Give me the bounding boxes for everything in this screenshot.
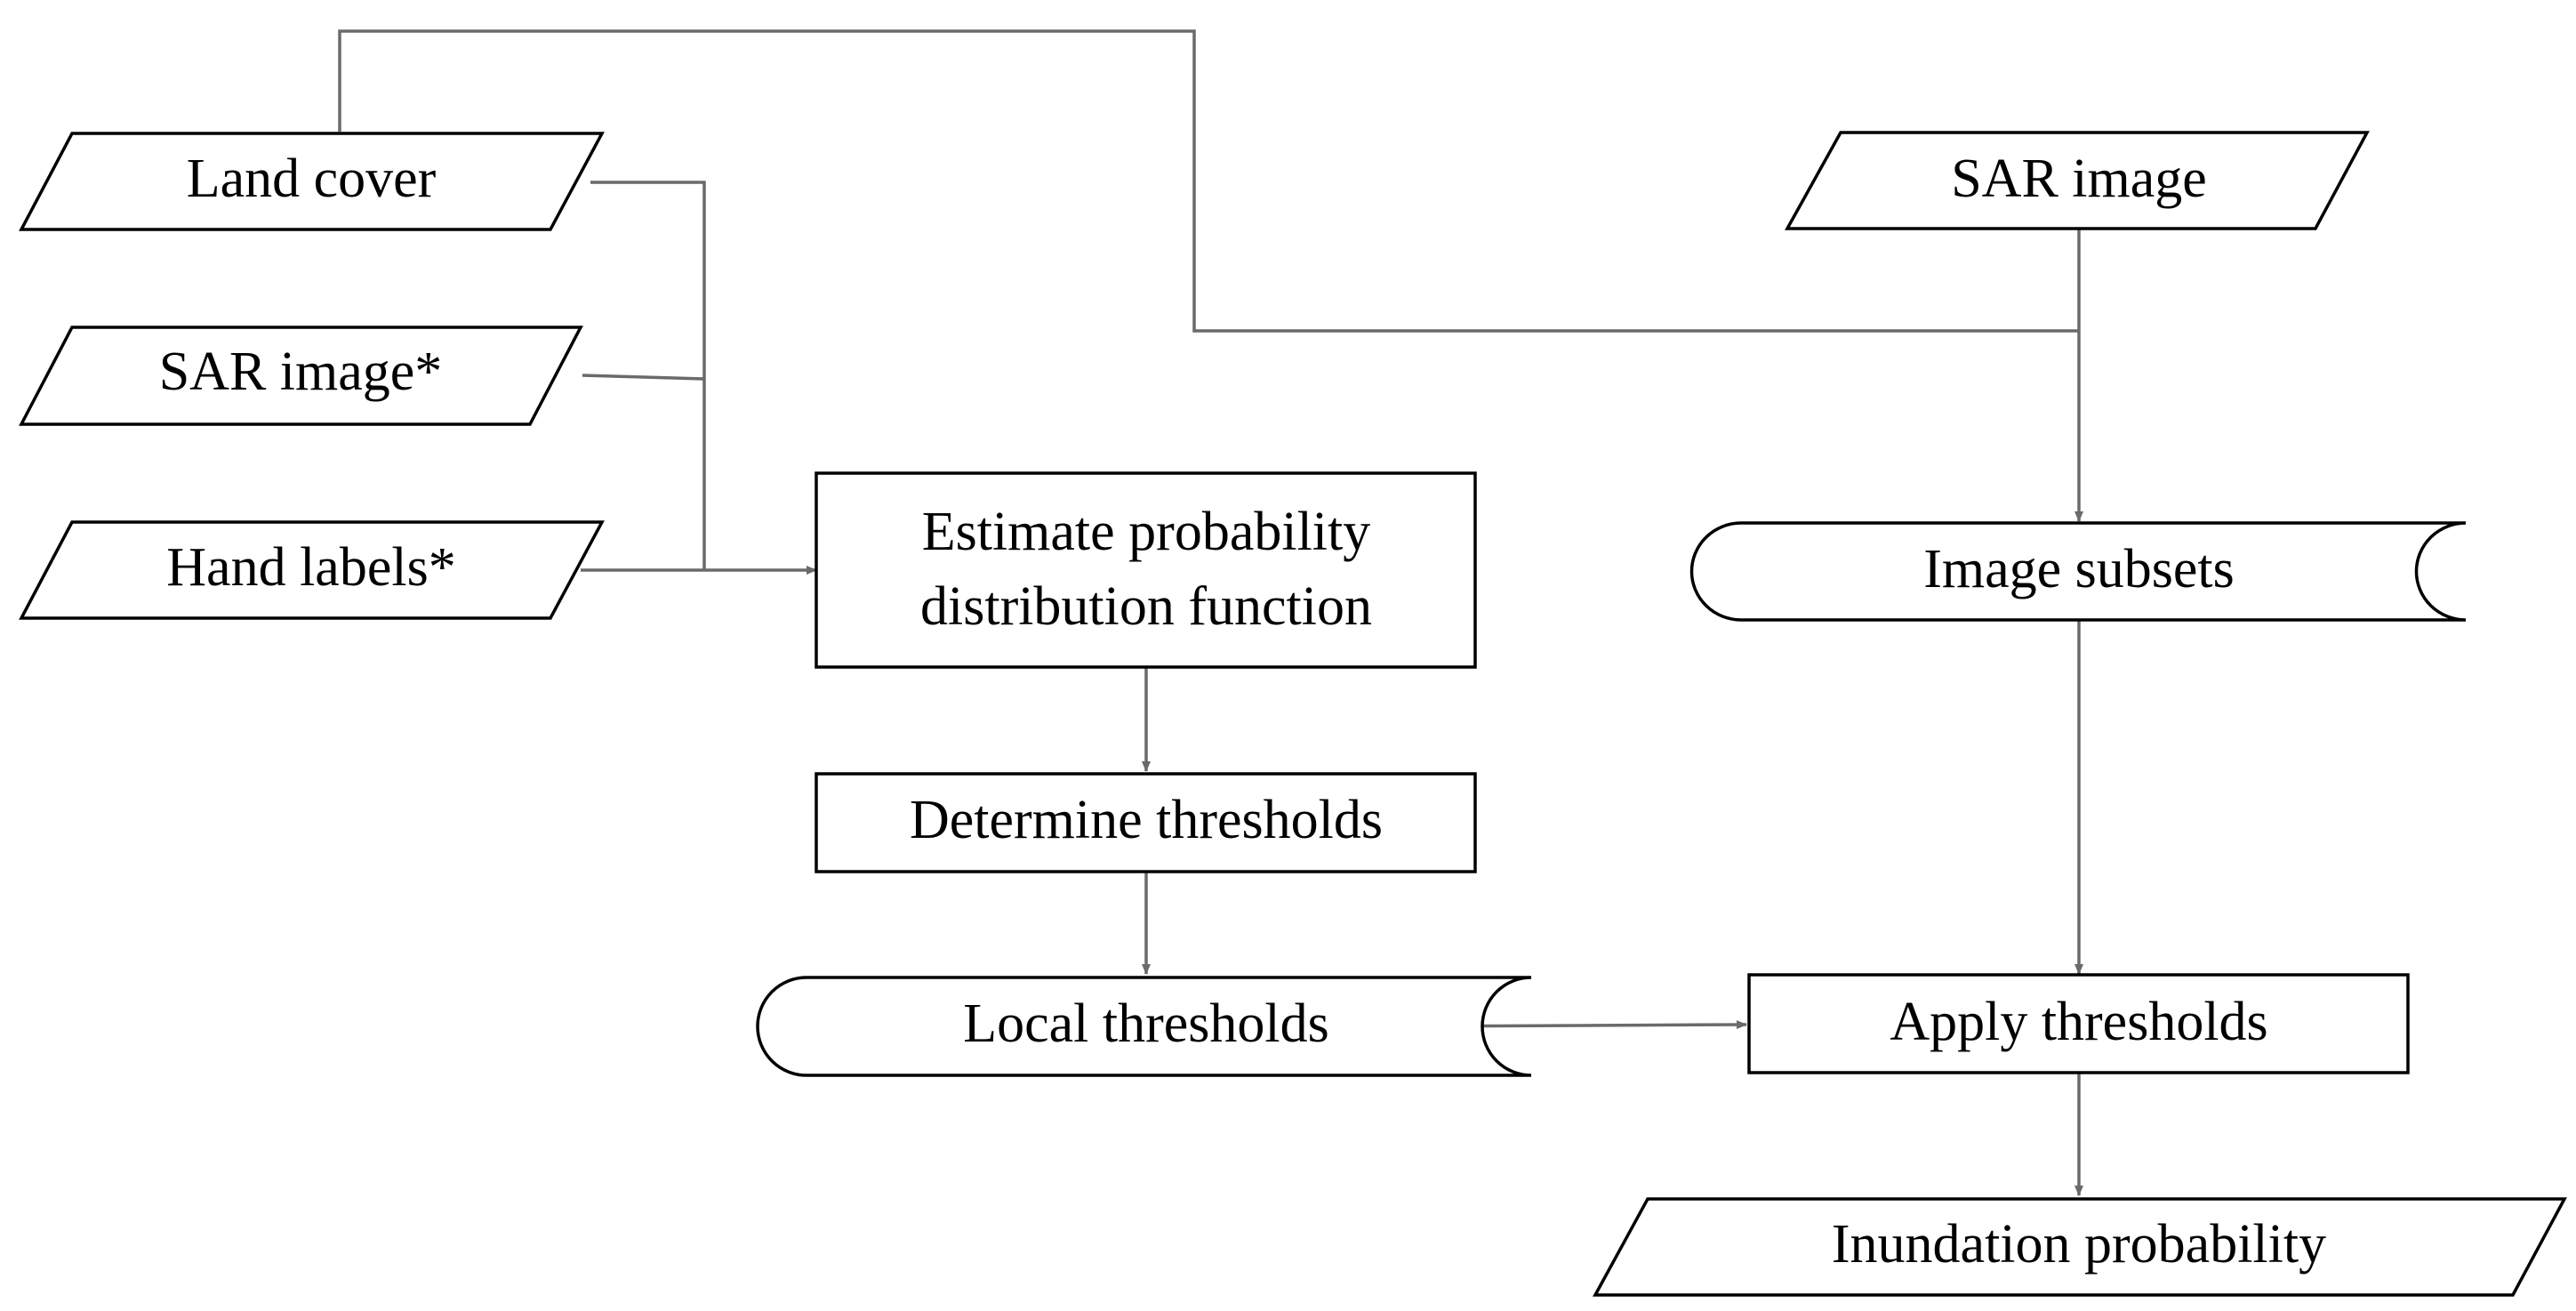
parallelogram-shape (19, 326, 583, 426)
connectors (338, 29, 2083, 1196)
estimate-pdf-label-line1: Estimate probability (922, 502, 1371, 562)
hand-labels-label: Hand labels* (166, 537, 455, 598)
inundation-probability-label: Inundation probability (1832, 1214, 2326, 1275)
process-box (1747, 973, 2410, 1074)
land-cover-label: Land cover (187, 149, 437, 209)
stored-data-shape (756, 976, 1532, 1077)
output-inundation-probability: Inundation probability (1593, 1197, 2567, 1297)
process-box (815, 772, 1477, 873)
image-subsets-label: Image subsets (1923, 539, 2235, 599)
process-box (815, 471, 1477, 669)
connector-landcover-to-sar-line (338, 29, 2079, 333)
connector-landcover-to-bus (590, 181, 706, 569)
parallelogram-shape (19, 520, 605, 620)
process-estimate-pdf: Estimate probability distribution functi… (815, 471, 1477, 669)
process-apply-thresholds: Apply thresholds (1747, 973, 2410, 1074)
stored-data-shape (1689, 521, 2467, 622)
data-image-subsets: Image subsets (1689, 521, 2467, 622)
input-hand-labels: Hand labels* (19, 520, 605, 620)
process-determine-thresholds: Determine thresholds (815, 772, 1477, 873)
determine-thresholds-label: Determine thresholds (910, 790, 1383, 850)
sar-image-star-label: SAR image* (159, 342, 443, 402)
input-sar-image-star: SAR image* (19, 326, 583, 426)
local-thresholds-label: Local thresholds (963, 993, 1329, 1054)
input-sar-image: SAR image (1785, 131, 2370, 230)
data-local-thresholds: Local thresholds (756, 976, 1532, 1077)
sar-image-label: SAR image (1951, 149, 2207, 209)
parallelogram-shape (1593, 1197, 2567, 1297)
parallelogram-shape (1785, 131, 2370, 230)
parallelogram-shape (19, 132, 605, 231)
estimate-pdf-label-line2: distribution function (920, 576, 1372, 637)
input-land-cover: Land cover (19, 132, 605, 231)
connector-sarstar-to-bus (582, 374, 705, 381)
apply-thresholds-label: Apply thresholds (1890, 992, 2267, 1052)
